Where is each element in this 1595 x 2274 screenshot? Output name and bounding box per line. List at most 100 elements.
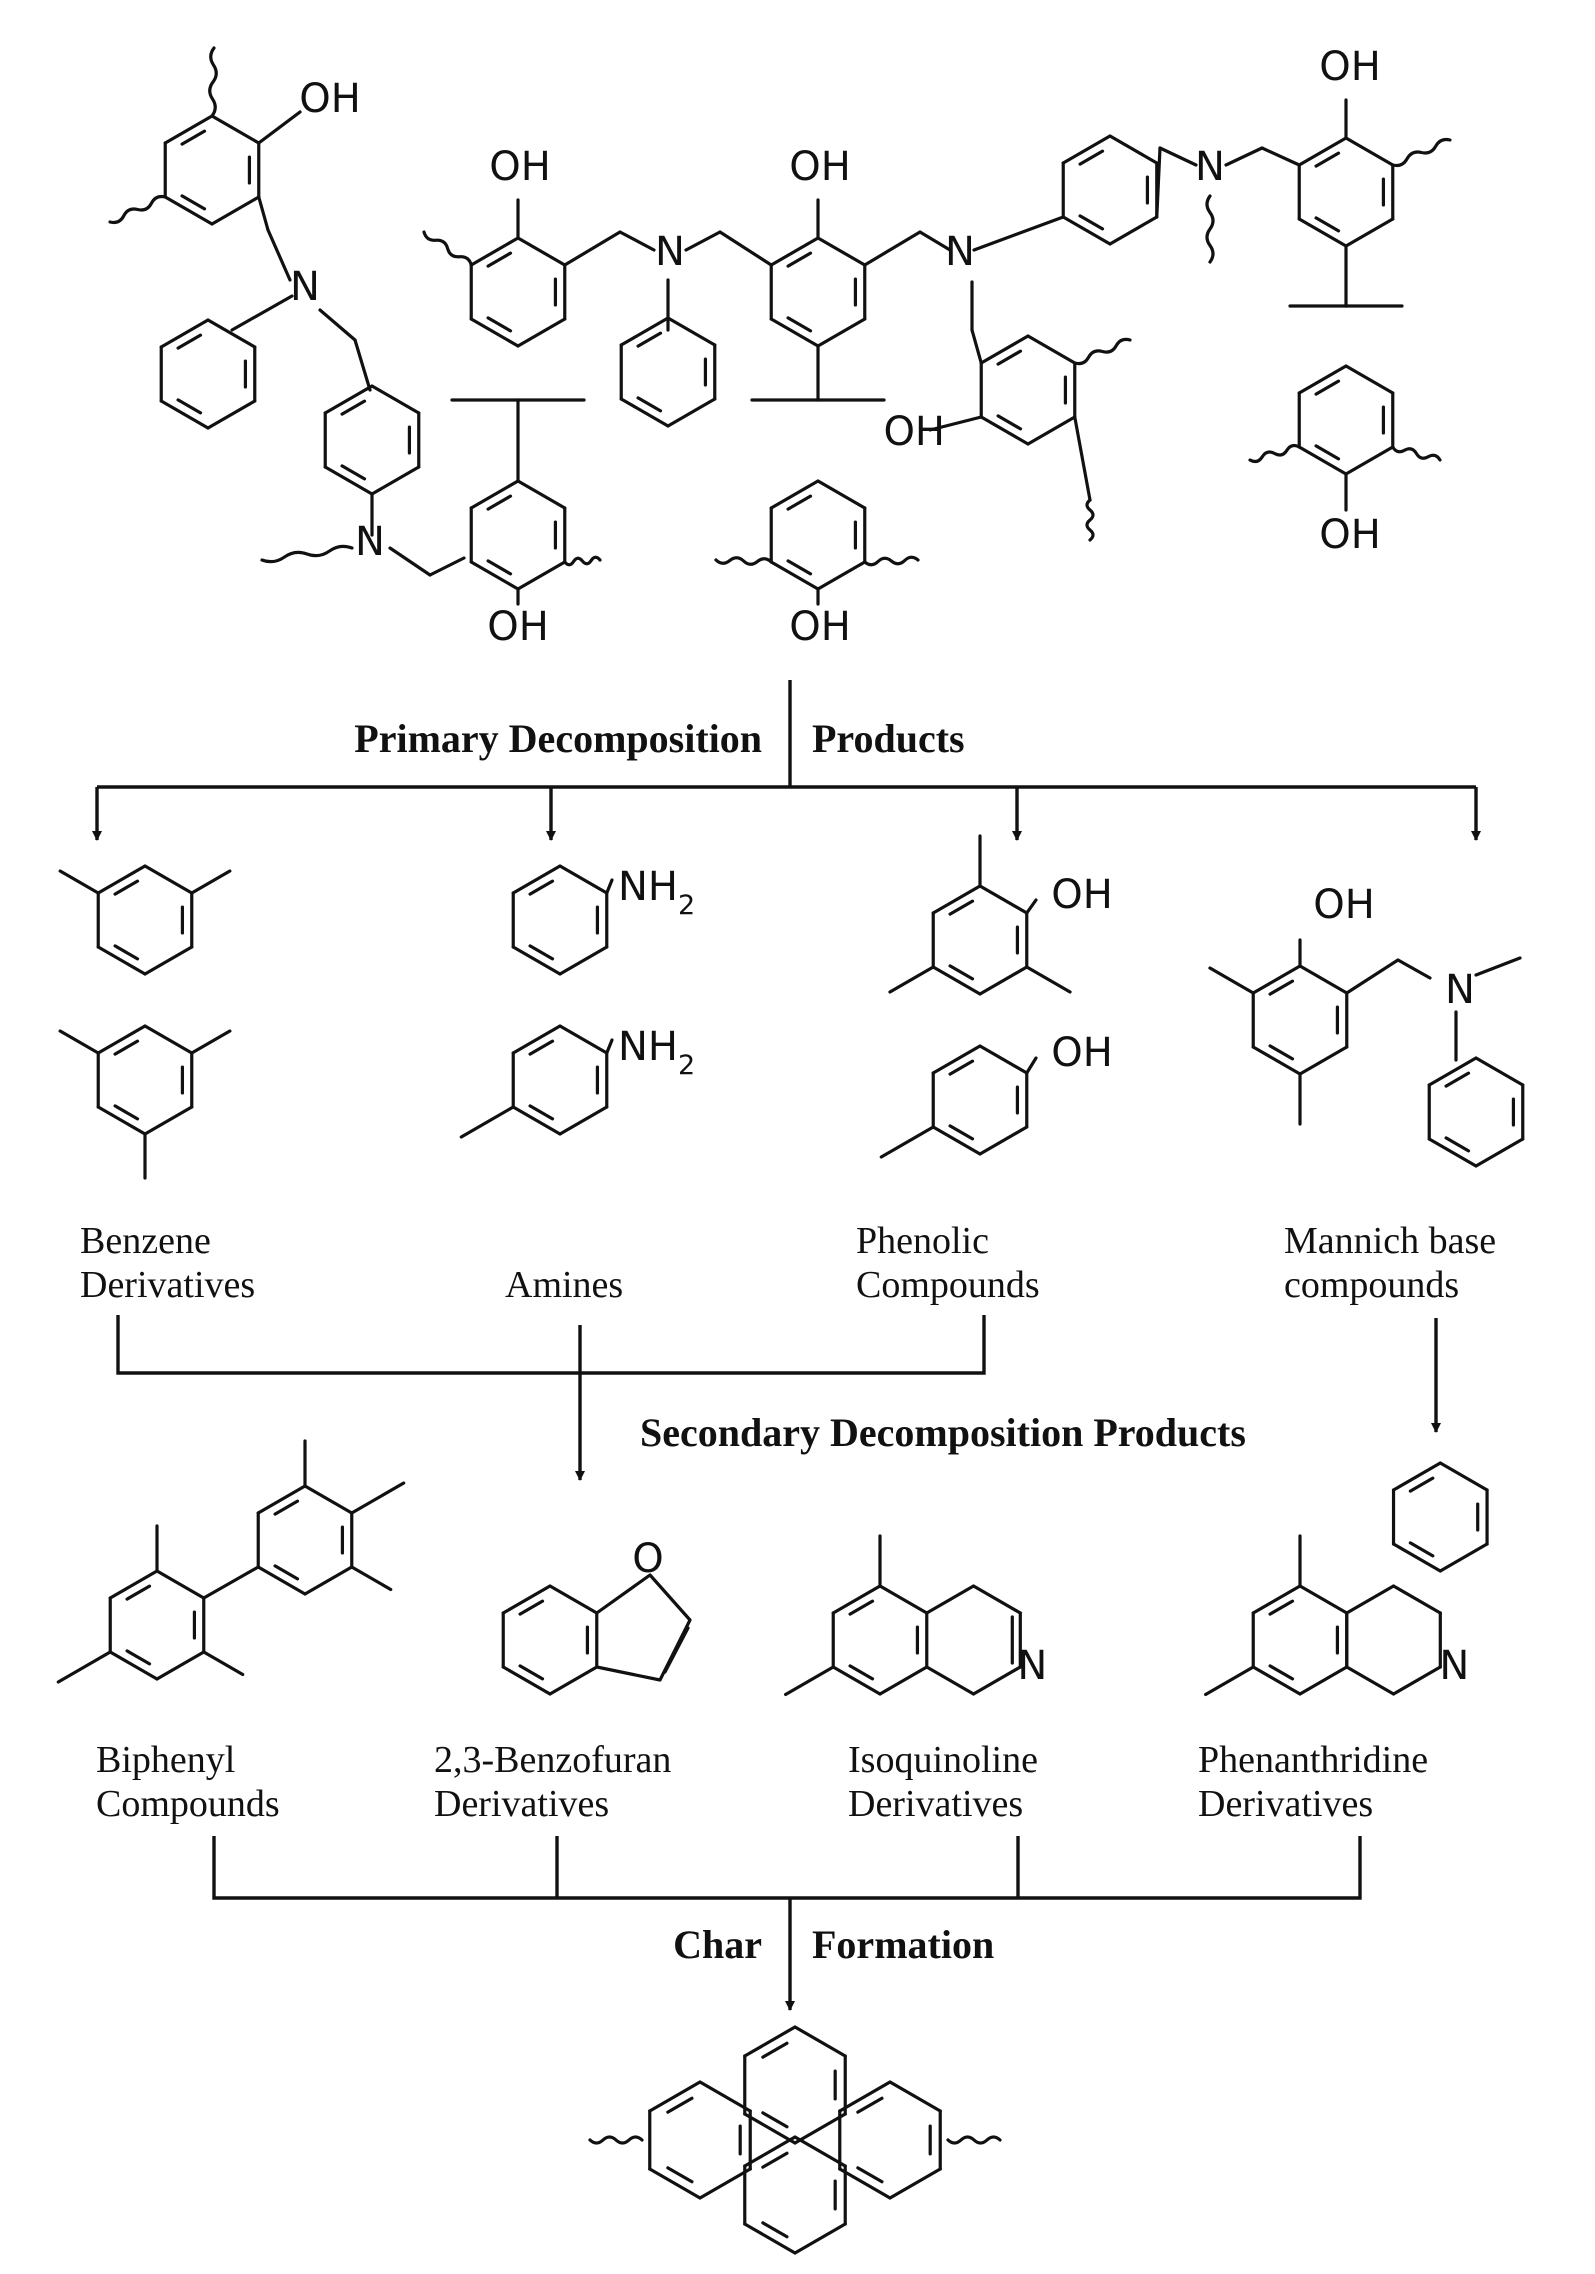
pyrene-ring-1-bond	[698, 2167, 752, 2200]
pyrene-ring-4-bond	[793, 2222, 847, 2255]
isoquinoline-benzene-bond	[878, 1665, 929, 1696]
network-wavy-f1	[714, 556, 773, 566]
network-ring-a-double-bond	[180, 194, 207, 211]
network-wavy-h1	[1073, 337, 1132, 366]
network-ring-j-bond	[1344, 364, 1395, 395]
toluidine-nh2: NH	[618, 1024, 678, 1070]
phenanthridine-ring-b-bond	[1391, 1665, 1442, 1696]
xylene-bond	[96, 864, 147, 895]
biphenyl-ring-2-bond	[256, 1565, 307, 1596]
network-oh-i: OH	[1319, 44, 1381, 90]
pyrene-ring-1-bond	[698, 2080, 752, 2113]
toluidine-double-bond	[528, 1039, 555, 1056]
network-ring-e-bond	[769, 236, 820, 267]
mesitylene-double-bond	[113, 1104, 140, 1121]
biphenyl-methyl-3	[56, 1650, 112, 1684]
pyrene-ring-4-double-bond	[761, 2221, 789, 2239]
network-ring-h-bond	[979, 415, 1030, 446]
network-n-5: N	[1195, 144, 1225, 190]
secondary-stage-title: Secondary Decomposition Products	[640, 1410, 1246, 1455]
aniline-nh2-subscript: 2	[678, 890, 695, 921]
pyrene-ring-3-bond	[888, 2167, 942, 2200]
toluidine-bond	[558, 1105, 609, 1136]
network-phenyl-1-bond	[206, 318, 257, 349]
network-ring-a-bond	[163, 114, 214, 145]
phenanthridine-ring-b-bond	[1391, 1584, 1442, 1615]
pyrene-ring-2-bond	[793, 2112, 847, 2145]
network-ring-j-bond	[1344, 445, 1395, 476]
cresol-oh-bond	[1025, 1056, 1038, 1075]
phenanthridine-label-line2: Derivatives	[1198, 1783, 1373, 1825]
phenanthridine-ring-c-bond	[1438, 1542, 1489, 1573]
mannich-phenol-double-bond	[1268, 979, 1295, 996]
toluidine-double-bond	[528, 1104, 555, 1121]
benzofuran-label-line2: Derivatives	[434, 1783, 609, 1825]
mesitylene-bond	[96, 1105, 147, 1136]
aniline-double-bond	[528, 879, 555, 896]
mesitylene-bond	[96, 1024, 147, 1055]
network-ch2-a	[257, 195, 270, 232]
network-oh-f: OH	[789, 604, 851, 650]
mannich-ch2b	[1396, 958, 1432, 980]
benzofuran-label-line1: 2,3-Benzofuran	[434, 1739, 671, 1781]
char-stage-title-right: Formation	[812, 1922, 994, 1967]
pyrene-ring-1-bond	[648, 2167, 702, 2200]
isoquinoline-benzene-bond	[878, 1584, 929, 1615]
xylene-double-bond	[113, 944, 140, 961]
network-n1-ch2b	[353, 338, 372, 392]
network-ring-i-double-bond	[1314, 151, 1341, 168]
network-ring-g-double-bond	[1078, 149, 1105, 166]
network-n4-ring-g	[972, 215, 1065, 252]
network-phenyl-1-double-bond	[176, 333, 203, 350]
network-wavy-a2	[208, 46, 218, 118]
mannich-ch2	[1345, 958, 1400, 995]
benzofuran-benzene-bond	[548, 1584, 599, 1615]
phenol-1-methyl-2	[1025, 965, 1072, 994]
pyrene-ring-2-bond	[793, 2025, 847, 2058]
network-wavy-f2	[863, 555, 920, 567]
cresol-double-bond	[948, 1059, 975, 1076]
network-ring-d-bond	[469, 317, 520, 348]
pyrene-ring-3-bond	[838, 2167, 892, 2200]
benzofuran-benzene-double-bond	[518, 1664, 545, 1681]
network-phenyl-1-bond	[159, 318, 210, 349]
network-wavy-n5	[1205, 194, 1215, 264]
xylene-bond	[143, 864, 194, 895]
benzofuran-benzene-bond	[501, 1665, 552, 1696]
network-ring-i-bond	[1344, 217, 1395, 248]
network-ring-j-bond	[1297, 445, 1348, 476]
aniline-nh2: NH	[618, 864, 678, 910]
network-wavy-j2	[1391, 445, 1442, 462]
toluidine-nh2-subscript: 2	[678, 1050, 695, 1081]
network-ch2-d	[563, 230, 622, 267]
network-phenyl-1-bond	[206, 399, 257, 430]
phenanthridine-ring-a-double-bond	[1268, 1599, 1295, 1616]
network-phenyl-1-double-bond	[176, 398, 203, 415]
network-ring-b-bond	[323, 384, 374, 415]
biphenyl-link	[202, 1565, 260, 1600]
network-ring-d-bond	[516, 236, 567, 267]
network-phenyl-2-bond	[619, 397, 670, 428]
network-oh-h-bond	[928, 415, 983, 432]
network-ch2-a2	[266, 228, 292, 282]
network-ring-c-double-bond	[486, 559, 513, 576]
network-ring-g-double-bond	[1078, 214, 1105, 231]
network-n-2: N	[355, 519, 385, 565]
network-ring-e-bond	[769, 317, 820, 348]
isoquinoline-benzene-bond	[831, 1584, 882, 1615]
network-ring-d-bond	[516, 317, 567, 348]
isoquinoline-benzene-double-bond	[848, 1599, 875, 1616]
xylene-double-bond	[113, 879, 140, 896]
network-ring-g-ch2b	[1158, 146, 1198, 167]
network-wavy-h2	[1085, 498, 1095, 542]
network-ring-f-bond	[769, 479, 820, 510]
biphenyl-ring-1-bond	[155, 1650, 206, 1681]
network-n5-ch2	[1224, 146, 1264, 167]
network-ring-c-bond	[516, 560, 567, 591]
network-n1-ch2	[318, 308, 357, 342]
phenanthridine-ring-c-double-bond	[1408, 1476, 1435, 1493]
network-oh-e: OH	[789, 144, 851, 190]
network-ring-a-bond	[163, 195, 214, 226]
network-ring-h-bond	[979, 334, 1030, 365]
